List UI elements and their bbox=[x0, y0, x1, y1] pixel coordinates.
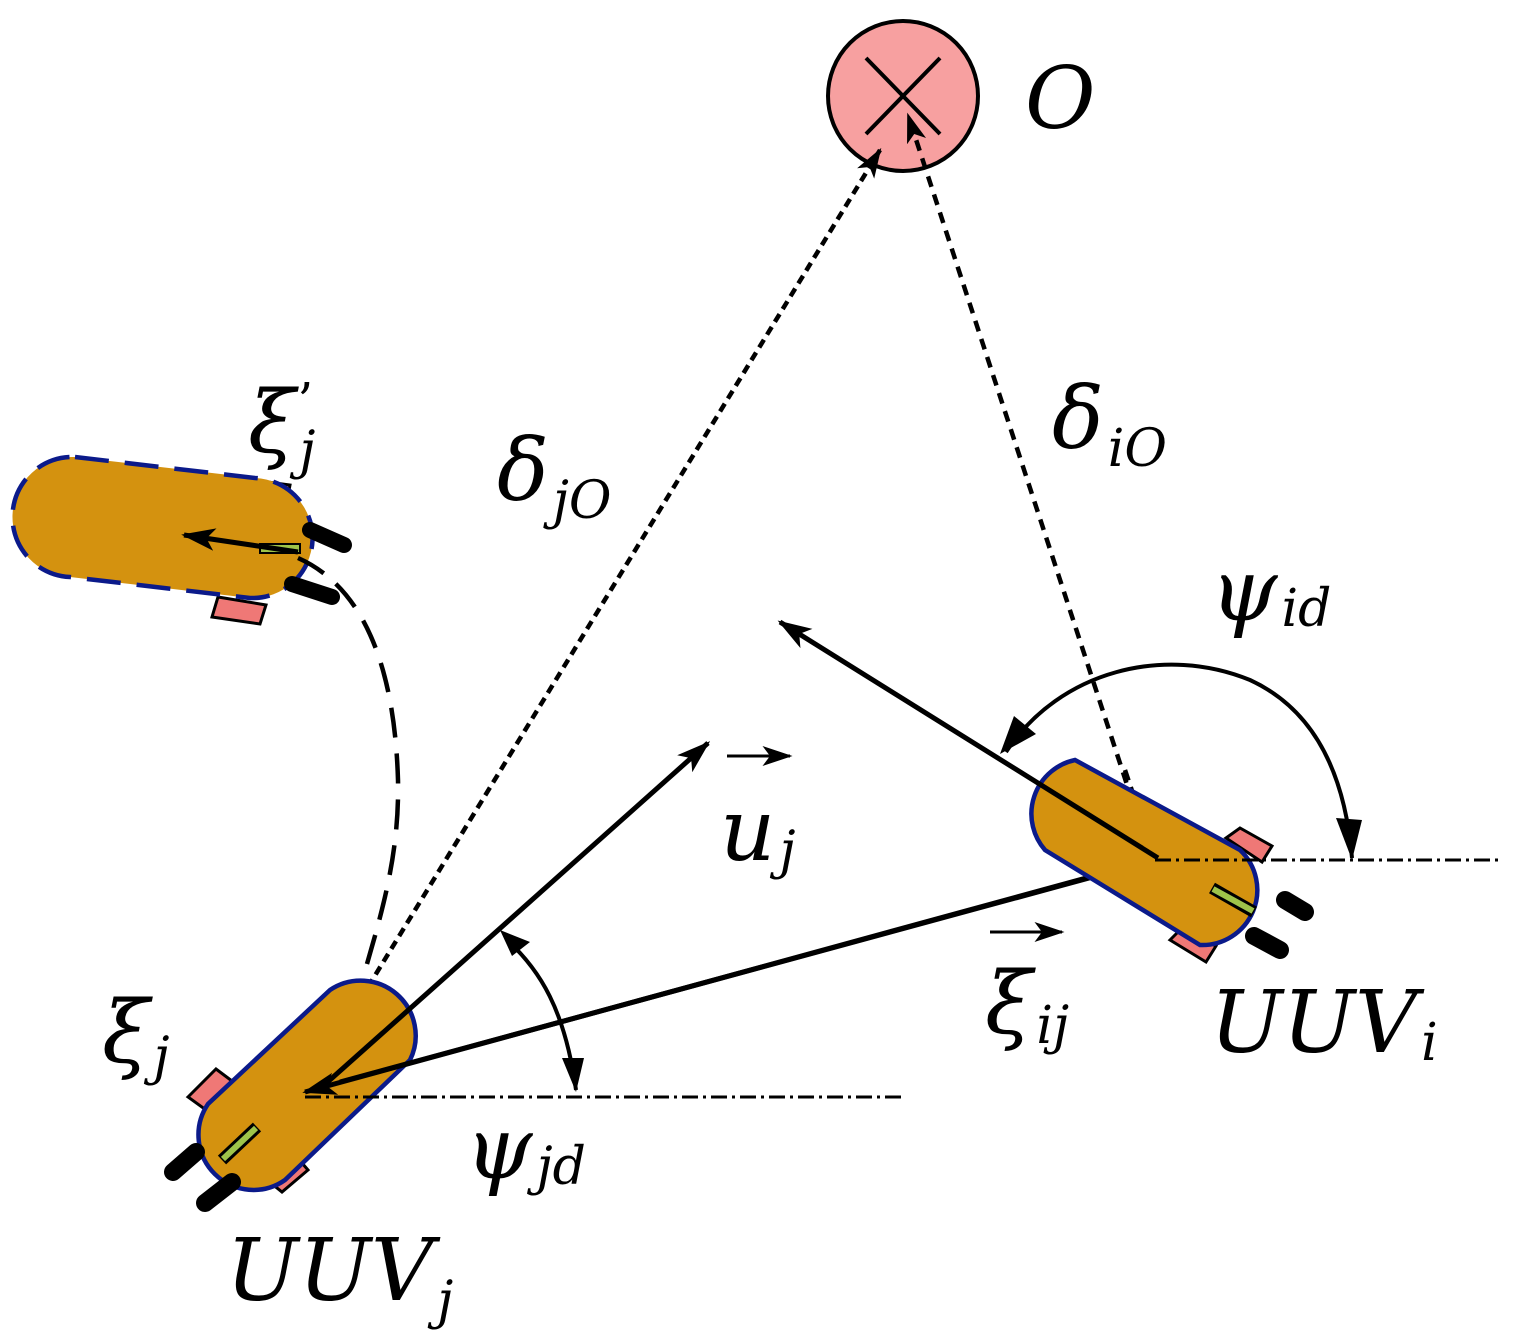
obstacle bbox=[826, 19, 980, 173]
uuv-i-window-inner bbox=[1211, 886, 1255, 914]
uuv-i-thruster-top bbox=[1276, 891, 1314, 921]
uuv-j-prime-heading-arrow bbox=[181, 528, 299, 555]
uuv-j-prime-hull bbox=[10, 454, 315, 601]
psi-id-arc bbox=[1004, 662, 1354, 859]
delta-iO-label: δiO bbox=[1052, 369, 1167, 479]
uuv-j-prime-ghost bbox=[10, 454, 352, 626]
uuv-j-window-inner bbox=[220, 1125, 259, 1162]
psi-id-label: ψid bbox=[1210, 541, 1331, 641]
uuv-j-label: UUVj bbox=[226, 1221, 453, 1331]
trajectory-curve bbox=[297, 555, 401, 1061]
psi-id-arc-head-left bbox=[1000, 716, 1036, 754]
xi-ij-label: ξij bbox=[985, 954, 1069, 1056]
xi-ij-vector-back bbox=[302, 863, 1131, 1095]
psi-jd-arc-head-bottom bbox=[562, 1058, 584, 1092]
obstacle-cross-line-2 bbox=[864, 56, 942, 136]
u-j-label: uj bbox=[720, 781, 796, 881]
uuv-i-thruster-bottom bbox=[1245, 927, 1289, 959]
xi-j-label: ξj bbox=[102, 983, 170, 1087]
uuv-i-label: UUVi bbox=[1210, 973, 1438, 1073]
uuv-j-prime-thruster-top bbox=[302, 522, 352, 553]
psi-id-arc-head-right bbox=[1336, 818, 1362, 860]
obstacle-label: O bbox=[1025, 49, 1096, 149]
uuv-i-hull bbox=[1029, 757, 1260, 948]
psi-jd-arc bbox=[505, 938, 578, 1091]
line-jO bbox=[358, 147, 882, 1002]
uuv-j-thruster-left bbox=[164, 1143, 205, 1181]
xi-j-prime-label: ξ’j bbox=[248, 372, 315, 481]
uuv-i-heading-vector bbox=[777, 619, 1160, 861]
psi-jd-label: ψjd bbox=[465, 1099, 586, 1199]
delta-jO-label: δjO bbox=[497, 421, 612, 531]
uuv-i bbox=[1029, 757, 1314, 965]
uuv-j-thruster-right bbox=[196, 1173, 241, 1212]
psi-jd-arc-head-top bbox=[500, 930, 530, 956]
u-j-vector bbox=[320, 741, 711, 1089]
uuv-i-fin-top bbox=[1223, 826, 1275, 865]
uuv-j-prime-thruster-bottom bbox=[284, 576, 340, 605]
line-iO bbox=[905, 112, 1153, 856]
uuv-j-prime-fin-bottom bbox=[210, 595, 268, 626]
uuv-j bbox=[164, 978, 418, 1212]
